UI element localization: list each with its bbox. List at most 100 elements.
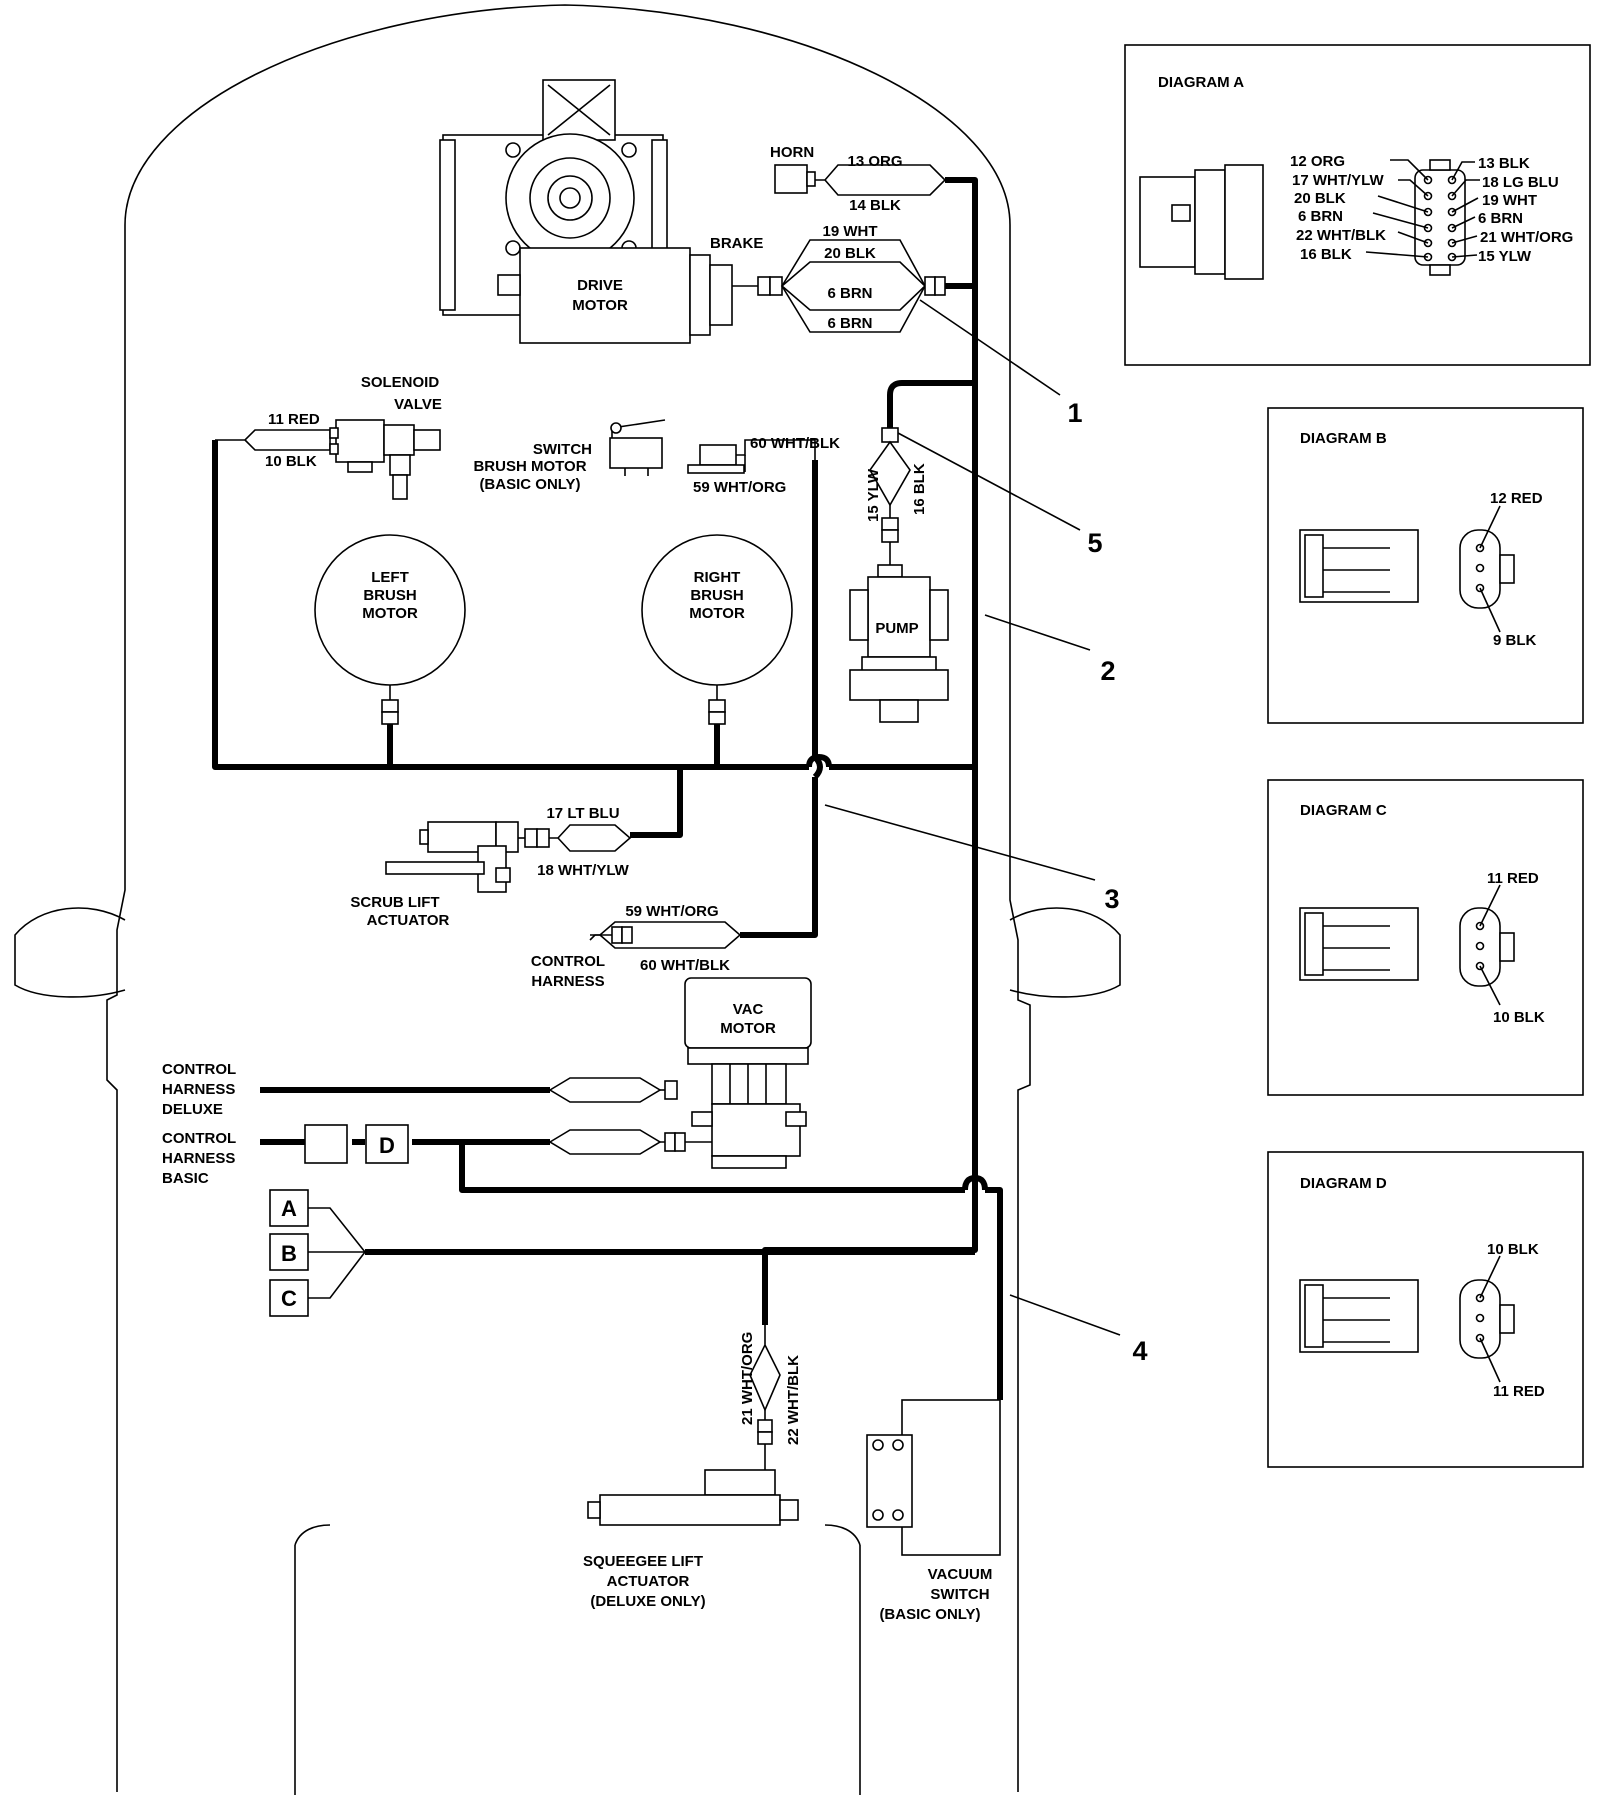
squeegee-lift-actuator-label: ACTUATOR	[607, 1573, 690, 1590]
wire-label: 60 WHT/BLK	[750, 435, 840, 452]
drive-motor-label: MOTOR	[572, 297, 628, 314]
control-harness-basic-label: BASIC	[162, 1170, 209, 1187]
switch-brush-motor-label: (BASIC ONLY)	[479, 476, 580, 493]
brake-label: BRAKE	[710, 235, 763, 252]
inset-diagram-d: DIAGRAM D 10 BLK 11 RED	[1267, 1151, 1584, 1468]
left-brush-motor: LEFT BRUSH MOTOR	[314, 534, 466, 725]
pin-label: 16 BLK	[1300, 246, 1352, 263]
switch-brush-motor-label: BRUSH MOTOR	[473, 458, 586, 475]
wire-label: 6 BRN	[827, 315, 872, 332]
pin-label: 22 WHT/BLK	[1296, 227, 1386, 244]
harness-wires	[212, 177, 1003, 1400]
drive-motor-assembly: DRIVE MOTOR BRAKE	[439, 79, 783, 344]
right-brush-motor-label: MOTOR	[689, 605, 745, 622]
pin-label: 13 BLK	[1478, 155, 1530, 172]
pin-label: 9 BLK	[1493, 632, 1537, 649]
wire-label: 19 WHT	[822, 223, 877, 240]
callout-number: 3	[1104, 884, 1119, 914]
solenoid-valve-label: SOLENOID	[361, 374, 440, 391]
horn: HORN 13 ORG 14 BLK	[770, 144, 947, 214]
switch-brush-motor-label: SWITCH	[533, 441, 592, 458]
inset-title: DIAGRAM B	[1300, 430, 1387, 447]
control-harness-deluxe-label: CONTROL	[162, 1061, 236, 1078]
vacuum-switch-label: (BASIC ONLY)	[879, 1606, 980, 1623]
callout-number: 2	[1100, 656, 1115, 686]
horn-label: HORN	[770, 144, 814, 161]
callout-number: 5	[1087, 528, 1102, 558]
wire-label: 18 WHT/YLW	[537, 862, 630, 879]
right-brush-motor: RIGHT BRUSH MOTOR	[641, 534, 793, 725]
switch-brush-motor: SWITCH BRUSH MOTOR (BASIC ONLY) 60 WHT/B…	[473, 419, 840, 496]
right-brush-motor-label: BRUSH	[690, 587, 743, 604]
control-harness-label: HARNESS	[531, 973, 604, 990]
squeegee-lift-actuator-label: (DELUXE ONLY)	[590, 1593, 705, 1610]
vac-motor: VAC MOTOR	[548, 977, 812, 1169]
wire-label: 60 WHT/BLK	[640, 957, 730, 974]
wire-label: 59 WHT/ORG	[693, 479, 786, 496]
wire-label: 14 BLK	[849, 197, 901, 214]
inset-title: DIAGRAM A	[1158, 74, 1244, 91]
pin-label: 19 WHT	[1482, 192, 1537, 209]
wire-label: 59 WHT/ORG	[625, 903, 718, 920]
pin-label: 20 BLK	[1294, 190, 1346, 207]
control-harness-label: CONTROL	[531, 953, 605, 970]
pin-label: 17 WHT/YLW	[1292, 172, 1385, 189]
scrub-lift-actuator-label: SCRUB LIFT	[350, 894, 439, 911]
control-harness-basic-label: HARNESS	[162, 1150, 235, 1167]
connector-tag-b: B	[281, 1241, 297, 1266]
pin-label: 6 BRN	[1298, 208, 1343, 225]
wire-label: 16 BLK	[911, 463, 928, 515]
pin-label: 12 RED	[1490, 490, 1543, 507]
pump-label: PUMP	[875, 620, 918, 637]
pin-label: 12 ORG	[1290, 153, 1345, 170]
wire-label: 10 BLK	[265, 453, 317, 470]
wire-label: 11 RED	[268, 411, 320, 428]
vacuum-switch-label: SWITCH	[930, 1586, 989, 1603]
drive-motor-label: DRIVE	[577, 277, 623, 294]
inset-diagram-a: DIAGRAM A 12 ORG 17 WHT/YLW 20 BLK 6 BRN…	[1124, 44, 1591, 366]
inset-title: DIAGRAM D	[1300, 1175, 1387, 1192]
vac-motor-label: VAC	[733, 1001, 764, 1018]
wire-label: 22 WHT/BLK	[785, 1355, 802, 1445]
left-brush-motor-label: BRUSH	[363, 587, 416, 604]
wire-label: 21 WHT/ORG	[739, 1332, 756, 1425]
inset-title: DIAGRAM C	[1300, 802, 1387, 819]
control-harness-deluxe-label: HARNESS	[162, 1081, 235, 1098]
callout-number: 1	[1067, 398, 1082, 428]
pin-label: 15 YLW	[1478, 248, 1532, 265]
control-harness-basic: CONTROL HARNESS BASIC D	[162, 1124, 409, 1187]
control-harness-connector: 59 WHT/ORG 60 WHT/BLK CONTROL HARNESS	[531, 903, 742, 990]
vacuum-switch: VACUUM SWITCH (BASIC ONLY)	[866, 1399, 1001, 1623]
wire-label: 20 BLK	[824, 245, 876, 262]
connector-tags-abc: A B C	[269, 1189, 367, 1317]
connector-tag-d: D	[379, 1133, 395, 1158]
pin-label: 11 RED	[1493, 1383, 1545, 1400]
squeegee-lift-actuator-label: SQUEEGEE LIFT	[583, 1553, 703, 1570]
pin-label: 6 BRN	[1478, 210, 1523, 227]
vacuum-switch-label: VACUUM	[928, 1566, 993, 1583]
drive-motor-connector: 19 WHT 20 BLK 6 BRN 6 BRN	[780, 223, 946, 333]
left-brush-motor-label: LEFT	[371, 569, 409, 586]
pin-label: 21 WHT/ORG	[1480, 229, 1573, 246]
control-harness-basic-label: CONTROL	[162, 1130, 236, 1147]
wire-label: 6 BRN	[827, 285, 872, 302]
callout-number: 4	[1132, 1336, 1147, 1366]
connector-tag-c: C	[281, 1286, 297, 1311]
connector-tag-a: A	[281, 1196, 297, 1221]
pin-label: 11 RED	[1487, 870, 1539, 887]
inset-diagram-b: DIAGRAM B 12 RED 9 BLK	[1267, 407, 1584, 724]
vac-motor-label: MOTOR	[720, 1020, 776, 1037]
callouts: 1 5 2 3 4	[824, 299, 1148, 1366]
scrub-lift-actuator-label: ACTUATOR	[367, 912, 450, 929]
squeegee-lift-actuator: 21 WHT/ORG 22 WHT/BLK SQUEEGEE LIFT ACTU…	[583, 1325, 802, 1610]
wire-label: 17 LT BLU	[546, 805, 619, 822]
control-harness-deluxe-label: DELUXE	[162, 1101, 223, 1118]
solenoid-valve-label: VALVE	[394, 396, 442, 413]
pin-label: 10 BLK	[1493, 1009, 1545, 1026]
wire-label: 15 YLW	[865, 468, 882, 522]
right-brush-motor-label: RIGHT	[694, 569, 741, 586]
pump: PUMP 15 YLW 16 BLK	[849, 427, 949, 723]
wire-label: 13 ORG	[847, 153, 902, 170]
machine-outline	[14, 4, 1121, 1795]
